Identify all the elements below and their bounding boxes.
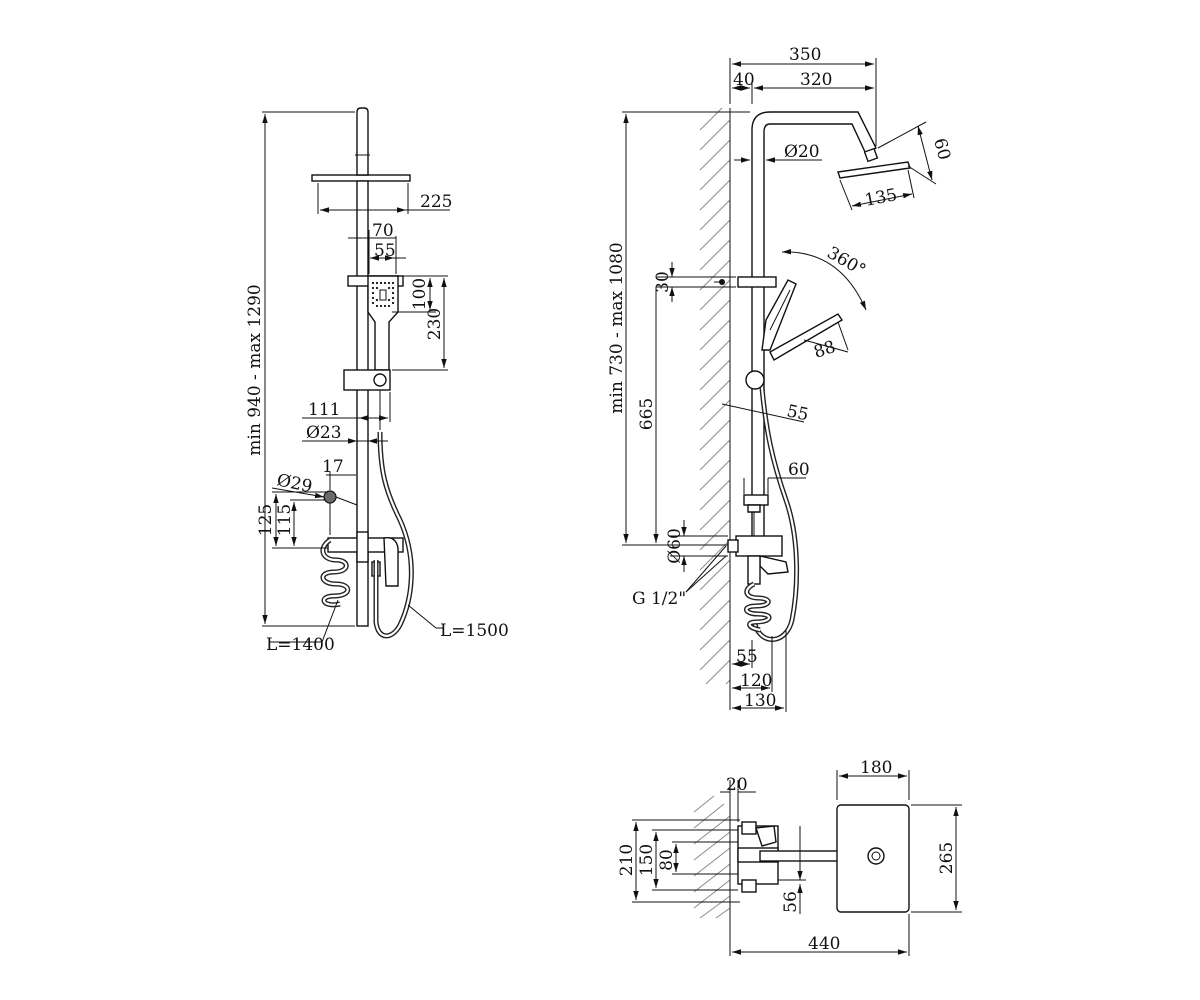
side-hand-shower-rotated [769,313,843,361]
front-pipe-diameter: Ø23 [306,423,342,443]
side-depth-130: 130 [744,691,776,711]
front-head-width: 225 [420,192,452,212]
side-arm-length: 320 [800,70,832,90]
side-head-height: 60 [929,136,954,162]
front-offset-111: 111 [308,400,340,420]
front-nozzle-dots [371,281,395,308]
side-slider-offset: 30 [653,271,673,293]
side-holder [745,370,765,390]
top-wall-gap: 20 [726,775,748,795]
side-holder-offset: 60 [788,460,810,480]
side-hose [751,387,800,642]
front-hose-small: L=1400 [266,635,335,655]
front-view: min 940 - max 1290 225 70 55 100 230 111… [245,107,509,655]
front-top-arm [356,107,369,176]
side-mixer-to-slider: 665 [637,398,657,430]
front-slider-outer: 70 [372,221,394,241]
side-arm-total: 350 [789,45,821,65]
side-mixer [735,535,783,557]
top-height-210: 210 [617,844,637,876]
side-wall-gap: 40 [733,70,755,90]
top-head-width: 180 [860,758,892,778]
front-outlet-offset: 17 [322,457,344,477]
front-long-hose [373,431,414,639]
side-view: min 730 - max 1080 350 40 320 Ø20 60 135… [607,45,954,712]
side-overall-height: min 730 - max 1080 [607,242,627,413]
front-holder-height: 230 [425,308,445,340]
front-outlet-height-inner: 115 [275,504,295,536]
front-coiled-hose [320,537,351,608]
side-shower-head [837,161,911,179]
side-thread: G 1/2" [632,589,686,609]
side-depth-120: 120 [740,671,772,691]
front-outlet-diameter: Ø29 [275,470,314,497]
front-mixer-lever [383,537,399,587]
side-rotation: 360° [824,243,869,281]
front-slider-inner: 55 [374,241,396,261]
top-height-150: 150 [637,844,657,876]
top-depth-56: 56 [781,891,801,913]
front-outlet-height-outer: 125 [256,504,276,536]
side-wall [699,107,731,685]
side-slider [737,276,777,288]
side-holder-depth: 55 [785,401,810,425]
front-overall-height: min 940 - max 1290 [245,284,265,455]
top-wall [693,795,731,919]
front-outlet [323,490,337,504]
side-pipe-diameter: Ø20 [784,142,820,162]
top-total-length: 440 [808,934,840,954]
side-head-width: 135 [863,185,899,211]
side-depth-55: 55 [736,647,758,667]
top-height-80: 80 [657,849,677,871]
top-head-length: 265 [937,842,957,874]
side-connection-diameter: Ø60 [665,528,685,564]
top-view: 20 180 210 150 80 56 265 440 [617,758,962,956]
side-coiled-hose [744,581,772,633]
front-hose-large: L=1500 [440,621,509,641]
front-shower-head [311,174,411,182]
side-handshower-angle: 88 [811,337,838,363]
side-hand-shower [761,279,797,351]
front-handshower-length: 100 [410,278,430,310]
